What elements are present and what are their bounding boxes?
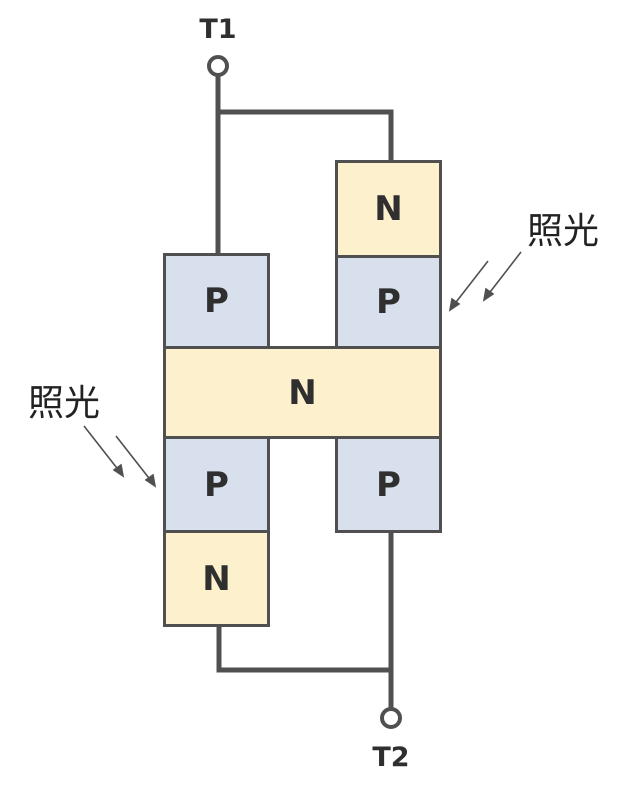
light-arrow-right-2 [486,251,522,297]
light-arrow-left-2 [115,435,153,483]
light-arrow-right-1-head [448,297,461,312]
left-p-lower-layer: P [163,436,270,533]
t2-terminal-circle [380,707,402,729]
right-n-top-layer: N [335,160,442,258]
t1-terminal-circle [207,55,229,77]
light-arrow-left-2-head [144,473,157,488]
left-n-bottom-layer: N [163,530,270,627]
light-arrow-right-1 [452,260,489,307]
left-p-top-layer: P [163,253,270,349]
t2-branch-wire [216,623,394,673]
t1-label: T1 [199,14,237,45]
light-arrow-right-2-head [482,287,495,302]
light-label-left: 照光 [28,383,101,424]
right-p-upper-layer: P [335,255,442,349]
light-arrow-left-1-head [112,463,125,478]
light-arrow-left-1 [83,425,121,473]
middle-n-layer: N [163,346,442,439]
light-label-right: 照光 [527,211,600,252]
right-p-lower-layer: P [335,436,442,533]
t2-label: T2 [372,742,410,773]
t1-branch-wire [215,109,394,165]
